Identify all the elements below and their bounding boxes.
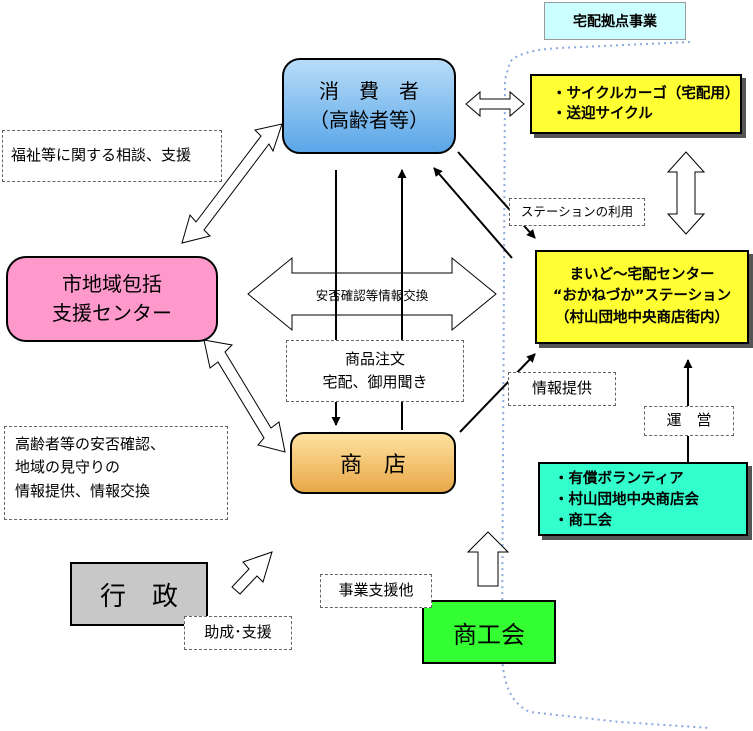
operators-line1: ・有償ボランティア: [554, 471, 684, 487]
safety-info-double-arrow: [247, 256, 497, 332]
center-shop-double-arrow: [203, 339, 286, 453]
watch-line1: 高齢者等の安否確認、: [15, 435, 166, 453]
watch-line2: 地域の見守りの: [15, 458, 121, 477]
station-node: まいど～宅配センター “おかねづか”ステーション （村山団地中央商店街内）: [535, 250, 749, 344]
operators-line3: ・商工会: [554, 513, 612, 530]
station-use-label: ステーションの利用: [509, 198, 645, 226]
watch-label: 高齢者等の安否確認、 地域の見守りの 情報提供、情報交換: [4, 426, 228, 520]
center-node: 市地域包括 支援センター: [6, 256, 218, 342]
gov-node: 行 政: [70, 562, 208, 626]
service-area-boundary: [500, 41, 711, 729]
station-line3: （村山団地中央商店街内）: [555, 309, 729, 326]
center-line2: 支援センター: [52, 301, 172, 325]
cycle-station-double-arrow: [666, 151, 706, 235]
subsidy-label: 助成･支援: [184, 616, 292, 650]
chamber-up-hollow-arrow: [466, 531, 510, 587]
management-label: 運 営: [644, 406, 734, 436]
station-line2: “おかねづか”ステーション: [552, 288, 732, 305]
consumer-line2: （高齢者等）: [309, 108, 429, 132]
order-line2: 宅配、御用聞き: [322, 373, 428, 391]
shop-node: 商 店: [290, 432, 456, 494]
cycle-line1: ・サイクルカーゴ（宅配用）: [552, 86, 740, 102]
safety-label: 安否確認等情報交換: [315, 287, 429, 303]
cycle-node: ・サイクルカーゴ（宅配用） ・送迎サイクル: [530, 74, 742, 134]
center-line1: 市地域包括: [62, 272, 162, 296]
business-support-label: 事業支援他: [320, 574, 432, 608]
welfare-label: 福祉等に関する相談、支援: [2, 130, 222, 182]
cycle-line2: ・送迎サイクル: [552, 106, 653, 123]
consumer-center-double-arrow: [181, 123, 283, 244]
order-line1: 商品注文: [344, 349, 405, 368]
info-provision-label: 情報提供: [508, 372, 616, 406]
operators-node: ・有償ボランティア ・村山団地中央商店会 ・商工会: [538, 462, 748, 536]
station-line1: まいど～宅配センター: [569, 267, 715, 284]
station-to-consumer-line: [433, 167, 513, 259]
watch-line3: 情報提供、情報交換: [15, 481, 151, 500]
header-title: 宅配拠点事業: [544, 2, 686, 40]
chamber-node: 商工会: [422, 600, 556, 664]
consumer-node: 消 費 者 （高齢者等）: [282, 58, 456, 154]
order-label: 商品注文 宅配、御用聞き: [286, 340, 464, 402]
shop-to-station-line: [459, 353, 536, 433]
consumer-cycle-double-arrow: [465, 90, 525, 118]
consumer-line1: 消 費 者: [319, 79, 419, 103]
gov-shop-hollow-arrow: [231, 551, 273, 595]
operators-line2: ・村山団地中央商店会: [554, 492, 699, 509]
